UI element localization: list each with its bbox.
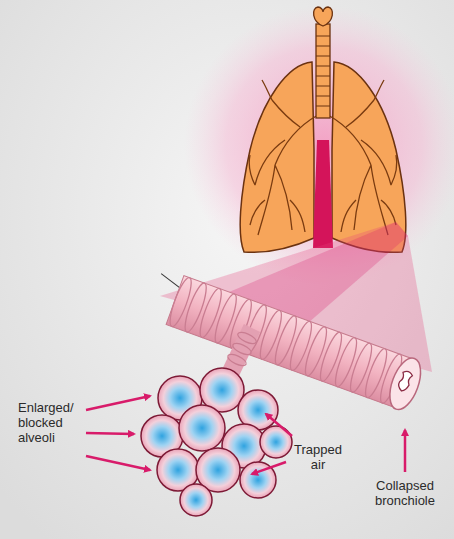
collapsed-lumen: [397, 370, 414, 393]
lungs: [240, 7, 406, 252]
leader-arrows: [86, 396, 405, 474]
trapped-air-label: Trapped air: [290, 442, 346, 472]
larynx: [314, 7, 333, 26]
alveoli-cluster: [141, 368, 292, 516]
alveoli-label: Enlarged/ blocked alveoli: [18, 400, 82, 445]
bronchiole-label: Collapsed bronchiole: [360, 478, 450, 508]
bronchiole-end: [384, 354, 427, 414]
trachea: [316, 24, 330, 118]
glow: [184, 5, 454, 285]
